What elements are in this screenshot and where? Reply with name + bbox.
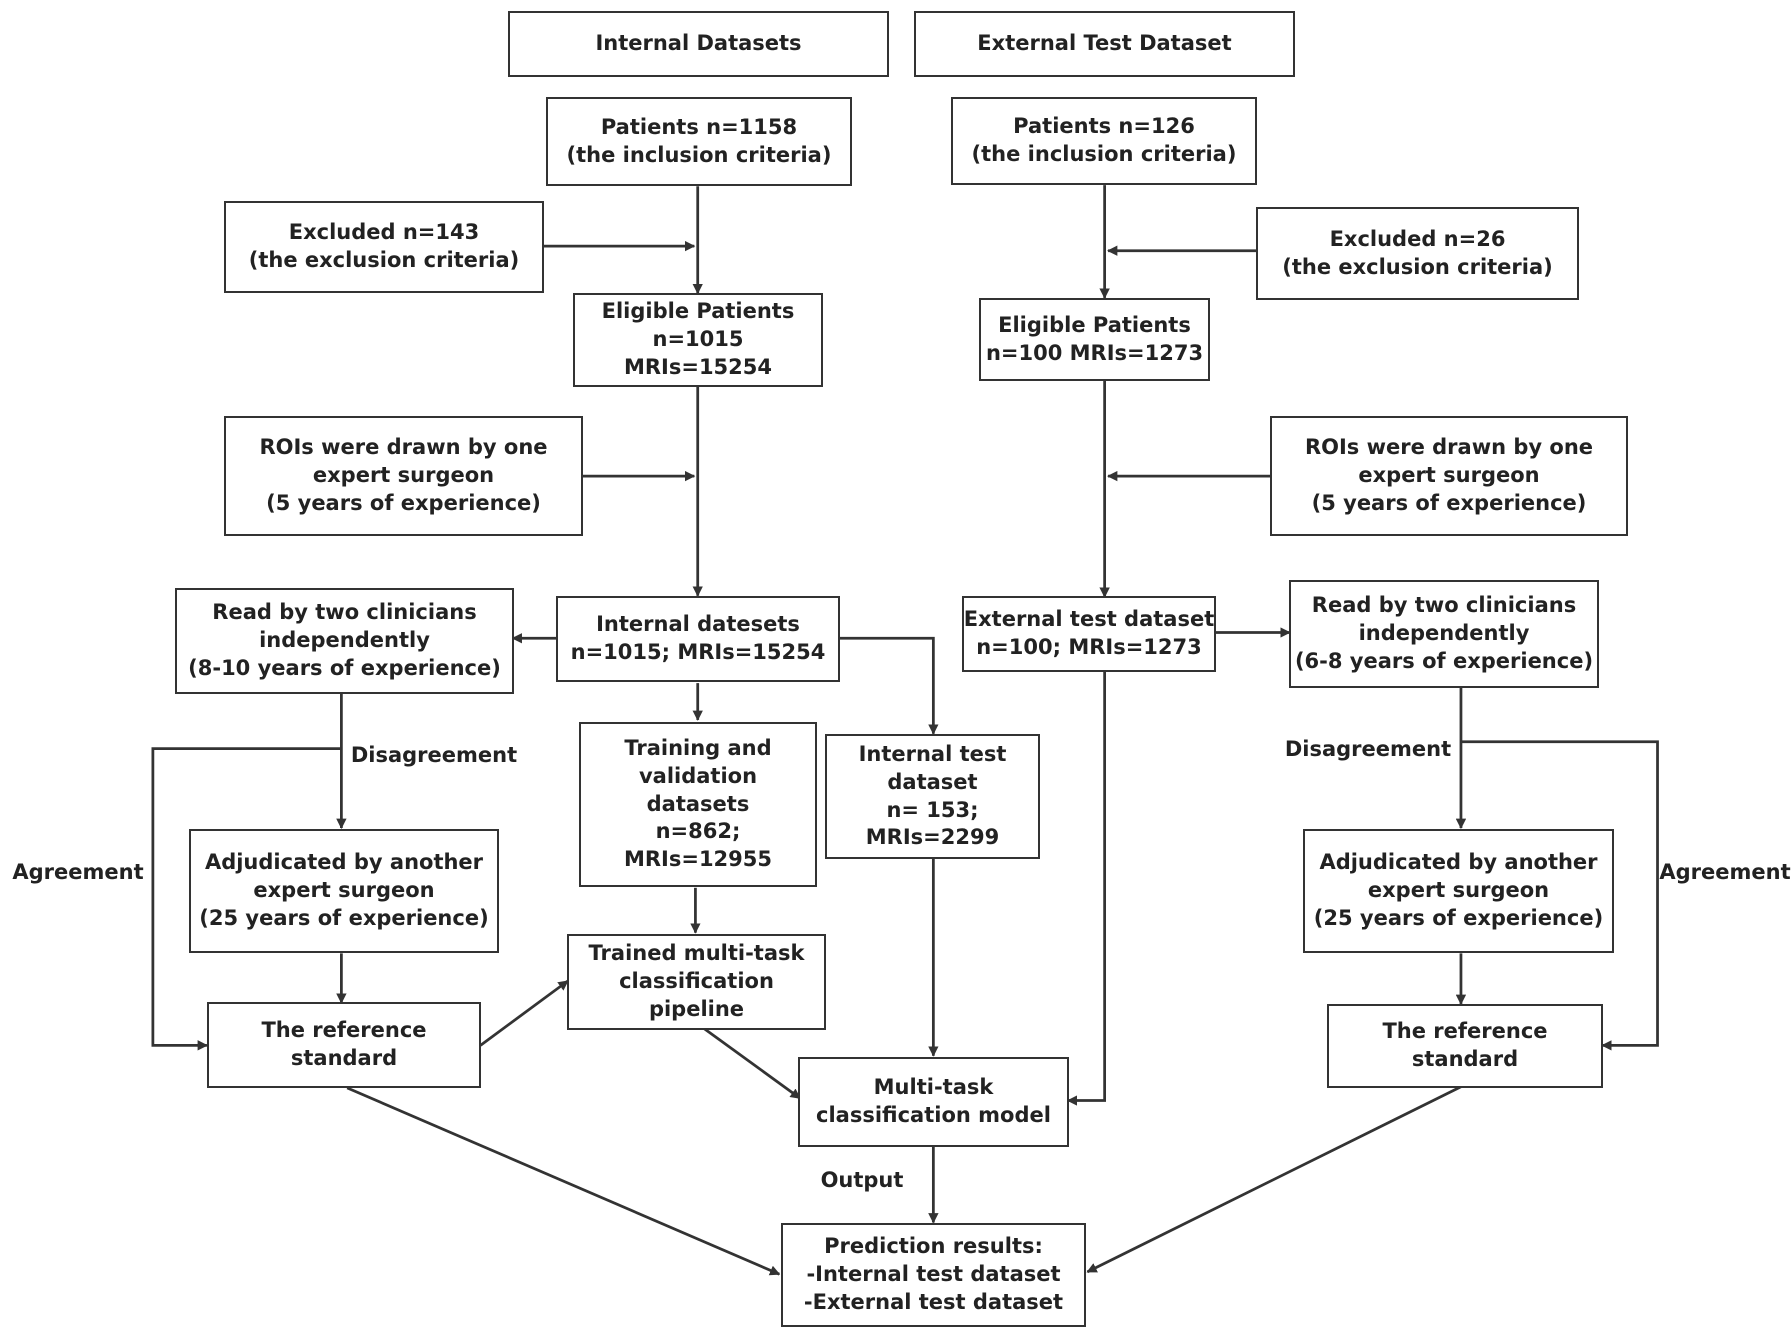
box-line: n=1015; MRIs=15254 — [570, 640, 826, 664]
box-line: Training and — [624, 735, 772, 760]
label-internal-disagreement: Disagreement — [350, 743, 518, 767]
box-training-validation: Training and validation datasets n=862; MRIs… — [579, 722, 817, 887]
box-line: expert surgeon — [253, 878, 435, 903]
box-line: pipeline — [648, 996, 745, 1021]
arrow-int-reference-pipeline — [479, 979, 569, 1047]
box-line: expert surgeon — [1358, 463, 1540, 488]
box-line: validation — [638, 763, 758, 788]
header-external-test-dataset: External Test Dataset — [914, 11, 1295, 77]
box-line: n=1015 — [652, 327, 744, 352]
box-line: Adjudicated by another — [204, 850, 484, 875]
box-line: Patients n=1158 — [600, 114, 798, 139]
arrow-pipeline-model — [702, 1026, 801, 1100]
box-line: Eligible Patients — [998, 312, 1191, 337]
box-line: (6-8 years of experience) — [1294, 648, 1594, 673]
box-line: Excluded n=26 — [1329, 226, 1506, 251]
box-line: (the exclusion criteria) — [248, 248, 520, 272]
label-output: Output — [820, 1168, 904, 1192]
box-line: -External test dataset — [803, 1289, 1064, 1314]
box-line: The reference — [1382, 1019, 1548, 1044]
arrow-int-reference-prediction — [346, 1086, 781, 1276]
box-internal-read: Read by two clinicians independently(8-10… — [175, 588, 514, 694]
box-line: Read by two clinicians — [1311, 593, 1577, 618]
box-line: expert surgeon — [312, 463, 495, 488]
box-line: classification — [619, 969, 774, 994]
box-line: -Internal test dataset — [806, 1262, 1061, 1287]
box-line: standard — [1411, 1047, 1519, 1071]
box-line: MRIs=15254 — [623, 354, 773, 379]
box-line: independently — [259, 628, 430, 653]
box-line: ROIs were drawn by one — [259, 435, 548, 460]
box-internal-patients: Patients n=1158 (the inclusion criteria) — [546, 97, 852, 186]
box-line: datasets — [646, 791, 750, 816]
box-line: n=100; MRIs=1273 — [976, 635, 1202, 659]
arrow-int-agreement — [151, 747, 342, 1051]
box-line: Eligible Patients — [601, 299, 795, 324]
box-line: standard — [290, 1046, 398, 1070]
box-line: Patients n=126 — [1013, 114, 1195, 139]
box-internal-adjudicated: Adjudicated by another expert surgeon(25 … — [189, 829, 499, 953]
box-line: MRIs=12955 — [623, 847, 773, 872]
box-line: MRIs=2299 — [865, 825, 1000, 850]
header-external-text: External Test Dataset — [977, 31, 1232, 56]
arrow-ext-agreement — [1460, 740, 1659, 1051]
box-line: Adjudicated by another — [1319, 850, 1598, 875]
box-line: Prediction results: — [824, 1234, 1043, 1259]
box-line: Excluded n=143 — [288, 220, 480, 245]
box-internal-reference: The reference standard — [207, 1002, 481, 1088]
box-line: Read by two clinicians — [212, 600, 477, 625]
box-line: n= 153; — [886, 797, 979, 822]
header-internal-text: Internal Datasets — [595, 31, 802, 56]
box-external-read: Read by two clinicians independently(6-8 … — [1289, 580, 1599, 688]
box-internal-excluded: Excluded n=143 (the exclusion criteria) — [224, 201, 544, 293]
box-line: Trained multi-task — [588, 941, 805, 966]
box-line: classification model — [816, 1103, 1051, 1127]
header-internal-datasets: Internal Datasets — [508, 11, 889, 77]
box-line: (8-10 years of experience) — [188, 655, 501, 680]
box-line: (5 years of experience) — [266, 490, 541, 515]
box-line: (the inclusion criteria) — [971, 142, 1237, 166]
box-line: Multi-task — [873, 1075, 994, 1100]
box-external-patients: Patients n=126 (the inclusion criteria) — [951, 97, 1257, 185]
box-line: expert surgeon — [1367, 878, 1550, 903]
box-line: (the exclusion criteria) — [1282, 254, 1553, 279]
box-external-test: External test dataset n=100; MRIs=1273 — [962, 596, 1216, 672]
box-line: Internal datesets — [596, 612, 800, 637]
arrow-ext-reference-prediction — [1086, 1085, 1462, 1274]
box-line: (5 years of experience) — [1311, 490, 1587, 515]
box-line: ROIs were drawn by one — [1304, 435, 1594, 460]
label-internal-agreement: Agreement — [12, 860, 144, 884]
label-external-agreement: Agreement — [1659, 860, 1791, 884]
box-line: independently — [1358, 621, 1530, 646]
box-prediction-results: Prediction results: -Internal test datase… — [781, 1223, 1086, 1327]
label-external-disagreement: Disagreement — [1284, 737, 1452, 761]
box-line: The reference — [261, 1018, 427, 1043]
box-line: n=862; — [655, 819, 741, 844]
box-external-excluded: Excluded n=26 (the exclusion criteria) — [1256, 207, 1579, 300]
box-line: n=100 MRIs=1273 — [985, 340, 1204, 365]
box-external-rois: ROIs were drawn by one expert surgeon(5 y… — [1270, 416, 1628, 536]
arrow-ext-test-model — [1066, 671, 1107, 1106]
box-internal-test: Internal test dataset n= 153; MRIs=2299 — [825, 734, 1040, 859]
box-external-eligible: Eligible Patients n=100 MRIs=1273 — [979, 298, 1210, 381]
box-external-adjudicated: Adjudicated by another expert surgeon(25 … — [1303, 829, 1614, 953]
box-line: External test dataset — [963, 607, 1215, 632]
box-internal-datasets: Internal datesets n=1015; MRIs=15254 — [556, 596, 840, 682]
box-multitask-model: Multi-task classification model — [798, 1057, 1069, 1147]
box-line: dataset — [887, 769, 978, 794]
box-external-reference: The reference standard — [1327, 1004, 1603, 1088]
arrow-int-datasets-test — [839, 636, 939, 735]
box-internal-rois: ROIs were drawn by one expert surgeon(5 y… — [224, 416, 583, 536]
box-line: (25 years of experience) — [1313, 905, 1604, 930]
box-line: (the inclusion criteria) — [566, 142, 832, 167]
box-line: Internal test — [858, 741, 1007, 766]
box-line: (25 years of experience) — [199, 905, 489, 930]
